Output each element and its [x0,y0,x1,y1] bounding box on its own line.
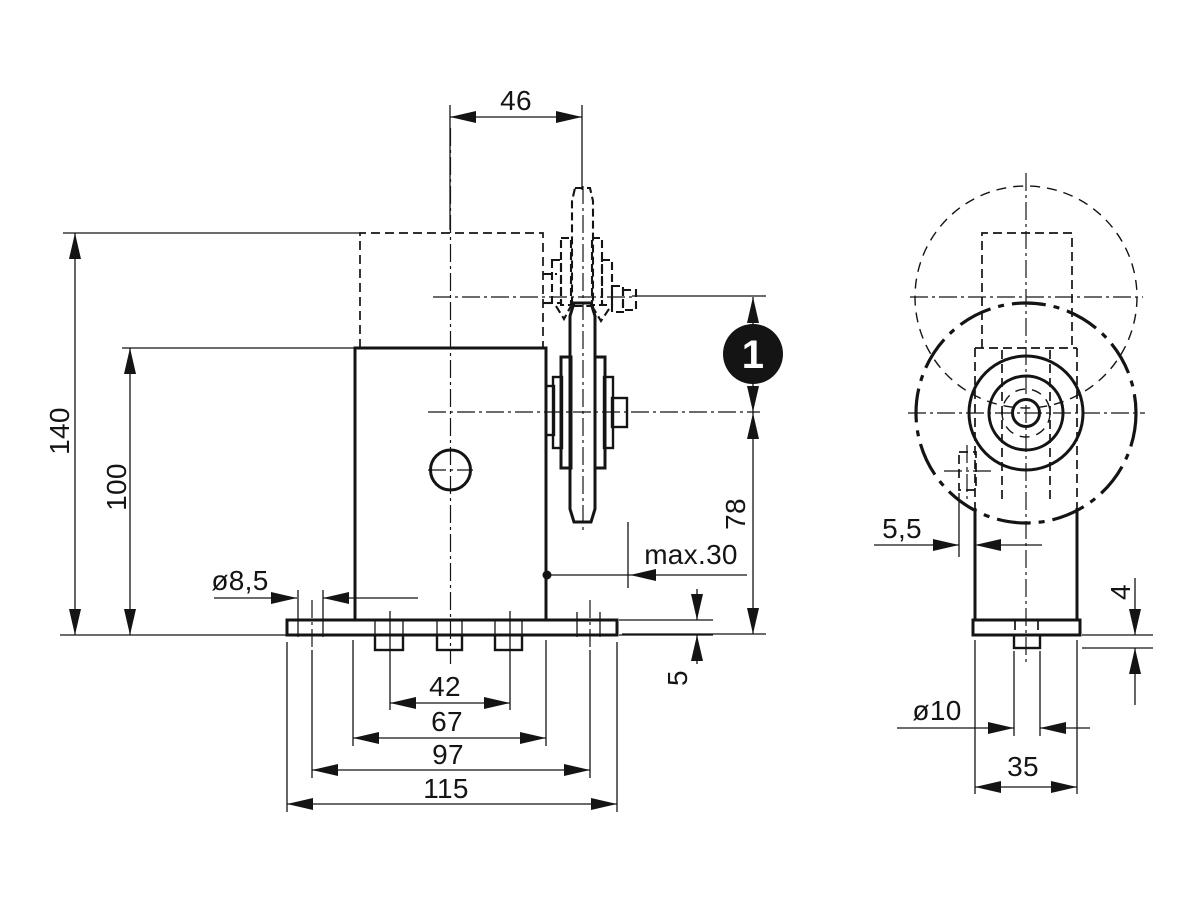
dim-tab-spacing-label: 42 [429,671,461,702]
side-hidden-bracket [958,232,1078,634]
dim-tab-height-label: 4 [1105,584,1136,600]
front-roller-wheel [544,301,629,524]
side-tab [1012,633,1042,650]
side-post [971,508,1082,650]
dim-body-width-label: 67 [431,706,463,737]
dim-slot-spacing-label: 97 [432,739,464,770]
side-setscrew-feature [958,451,977,491]
front-phantom-roller [543,186,638,323]
dim-roller-offset-label: 46 [500,85,532,116]
front-base-plate [285,590,619,652]
dim-body-height-label: 100 [101,463,132,511]
side-dimensions [874,493,1153,794]
front-phantom-body [359,232,544,348]
position-marker-number: 1 [741,333,765,377]
dim-face-offset-label: 5,5 [882,513,922,544]
front-body-hole [429,448,472,492]
front-view [60,105,783,812]
side-axle-hole [1011,398,1041,428]
position-marker-badge [723,324,783,384]
dim-body-depth-label: 35 [1007,751,1039,782]
dim-max-travel-label: max.30 [644,539,738,570]
front-dimensions [60,105,783,812]
front-centerlines [311,128,760,664]
side-phantom-wheel-circle [914,185,1138,409]
side-view [874,173,1153,794]
dim-roller-axis-height-label: 78 [720,498,751,530]
dim-plate-thickness-label: 5 [662,670,693,686]
dim-slot-diameter-label: ø8,5 [211,565,269,596]
dim-total-height-label: 140 [44,407,75,455]
dim-plate-width-label: 115 [423,773,469,804]
dim-tab-diameter-label: ø10 [912,695,962,726]
